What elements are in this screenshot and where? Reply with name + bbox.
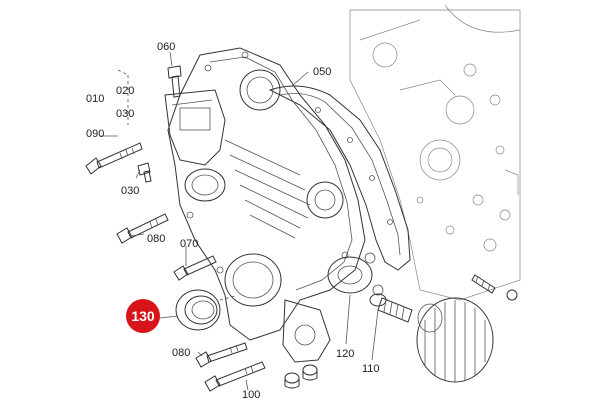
label-070: 070: [180, 238, 198, 250]
oil-filter-mount-120: [327, 252, 384, 296]
label-020: 020: [116, 85, 134, 97]
label-060: 060: [157, 41, 175, 53]
bolt-100: [204, 361, 266, 392]
label-030-lower: 030: [121, 185, 139, 197]
bolt-070: [173, 255, 217, 281]
label-010: 010: [86, 93, 104, 105]
label-110: 110: [362, 363, 380, 375]
gear-case-cover: [167, 47, 366, 363]
callout-number: 130: [131, 308, 155, 324]
oil-filter-110: [369, 293, 494, 383]
bolt-090: [85, 142, 143, 175]
label-080-lower: 080: [172, 347, 190, 359]
oil-seal-130: [175, 289, 236, 331]
label-030-upper: 030: [116, 108, 134, 120]
label-090: 090: [86, 128, 104, 140]
label-080-upper: 080: [147, 233, 165, 245]
label-050: 050: [313, 66, 331, 78]
bolt-080-lower: [195, 342, 248, 368]
leader-lines: [100, 51, 379, 391]
callout-badge[interactable]: [126, 299, 160, 333]
plugs-bottom: [284, 364, 318, 389]
block-plugs: [471, 274, 518, 301]
engine-block: [349, 4, 521, 301]
gasket-050: [268, 85, 411, 271]
bolt-030-lower: [137, 162, 152, 183]
label-100: 100: [242, 389, 260, 400]
callout-130[interactable]: 130: [126, 299, 179, 333]
label-120: 120: [336, 348, 354, 360]
bolt-060: [167, 65, 182, 98]
water-flange-housing: [164, 89, 226, 202]
